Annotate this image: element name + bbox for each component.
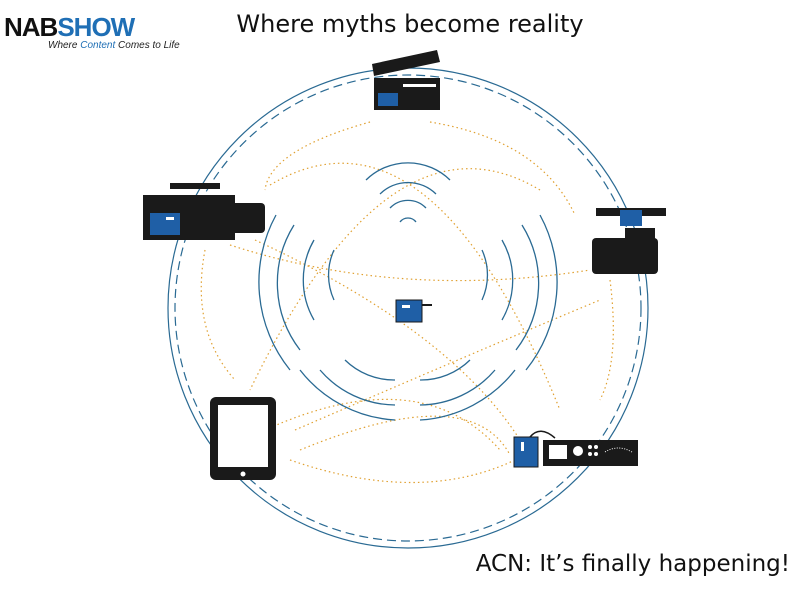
nab-show-logo[interactable]: NABSHOW Where Content Comes to Life (4, 12, 184, 54)
clapperboard-icon[interactable] (372, 50, 440, 110)
radio-waves (258, 162, 558, 421)
logo-wordmark: NABSHOW (4, 12, 135, 42)
central-transmitter-icon[interactable] (395, 299, 432, 323)
audio-recorder-icon[interactable] (513, 430, 638, 468)
footer-caption: ACN: It’s finally happening! (475, 551, 790, 577)
logo-tagline: Where Content Comes to Life (48, 40, 180, 51)
broadcast-camera-icon[interactable] (143, 183, 265, 240)
dotted-links (200, 121, 614, 484)
handheld-camcorder-icon[interactable] (592, 208, 666, 274)
page-title: Where myths become reality (236, 10, 584, 38)
tablet-icon[interactable] (210, 397, 276, 480)
